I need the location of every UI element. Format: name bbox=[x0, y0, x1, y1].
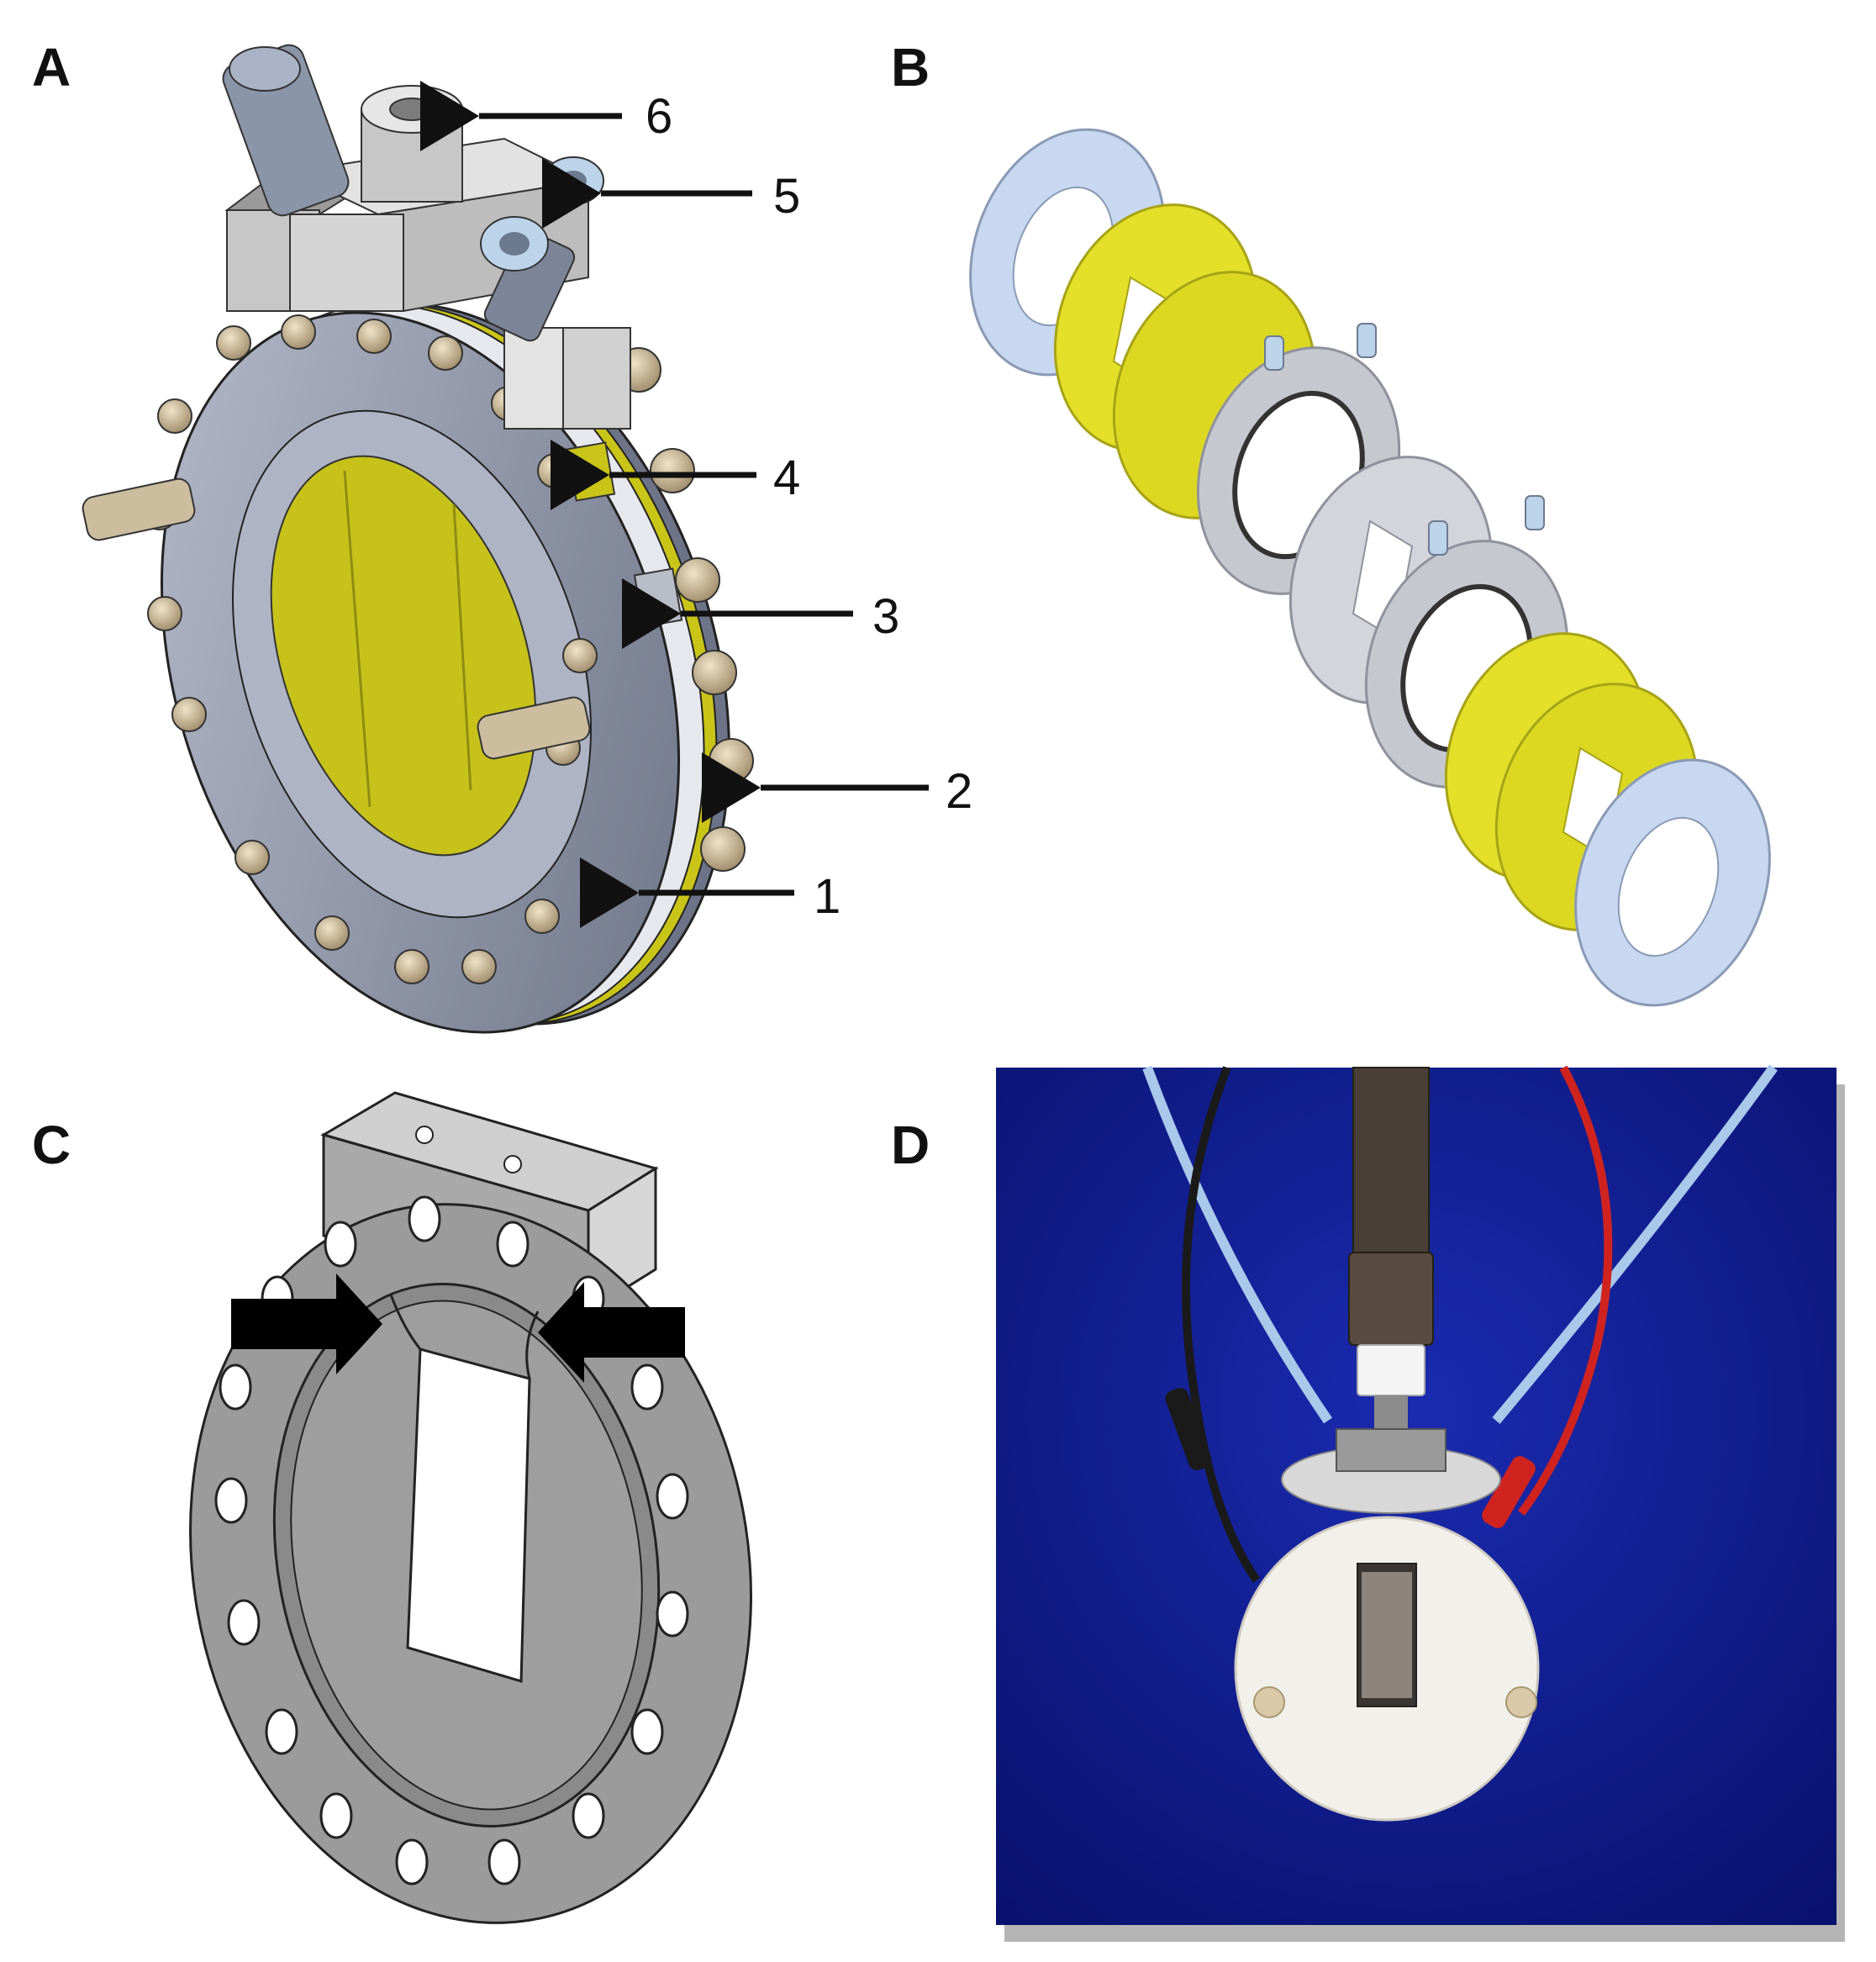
panel-label-b: B bbox=[891, 37, 930, 98]
panel-a-cell-assembly bbox=[82, 44, 754, 1034]
electrical-connector bbox=[222, 44, 350, 217]
callout-4: 4 bbox=[773, 451, 801, 505]
arrow-left-bold bbox=[231, 1274, 382, 1374]
callout-6: 6 bbox=[646, 89, 673, 144]
arrow-right-bold bbox=[538, 1282, 685, 1383]
wire-black bbox=[1182, 1066, 1261, 1583]
panel-b-exploded-view bbox=[969, 128, 1771, 1007]
callout-5: 5 bbox=[773, 169, 801, 224]
flange-c-window bbox=[406, 1348, 531, 1683]
contact-tab-4 bbox=[566, 441, 616, 502]
contact-tab-3 bbox=[633, 567, 683, 628]
panel-label-a: A bbox=[32, 37, 71, 98]
panel-label-d: D bbox=[891, 1115, 930, 1175]
wire-red bbox=[1517, 1065, 1613, 1516]
rotating-shaft bbox=[1352, 1067, 1430, 1270]
panel-label-c: C bbox=[32, 1115, 71, 1175]
panel-d-photo bbox=[996, 1064, 1845, 1942]
threaded-rods bbox=[82, 477, 591, 760]
panel-a-callout-arrows bbox=[420, 81, 929, 928]
tubing-right bbox=[1492, 1064, 1778, 1424]
tubing-left bbox=[1142, 1065, 1332, 1424]
panel-c-flange-view bbox=[189, 1091, 752, 1924]
reference-port bbox=[361, 85, 463, 203]
callout-2: 2 bbox=[946, 764, 973, 819]
callout-1: 1 bbox=[814, 869, 841, 924]
callout-3: 3 bbox=[872, 589, 900, 644]
